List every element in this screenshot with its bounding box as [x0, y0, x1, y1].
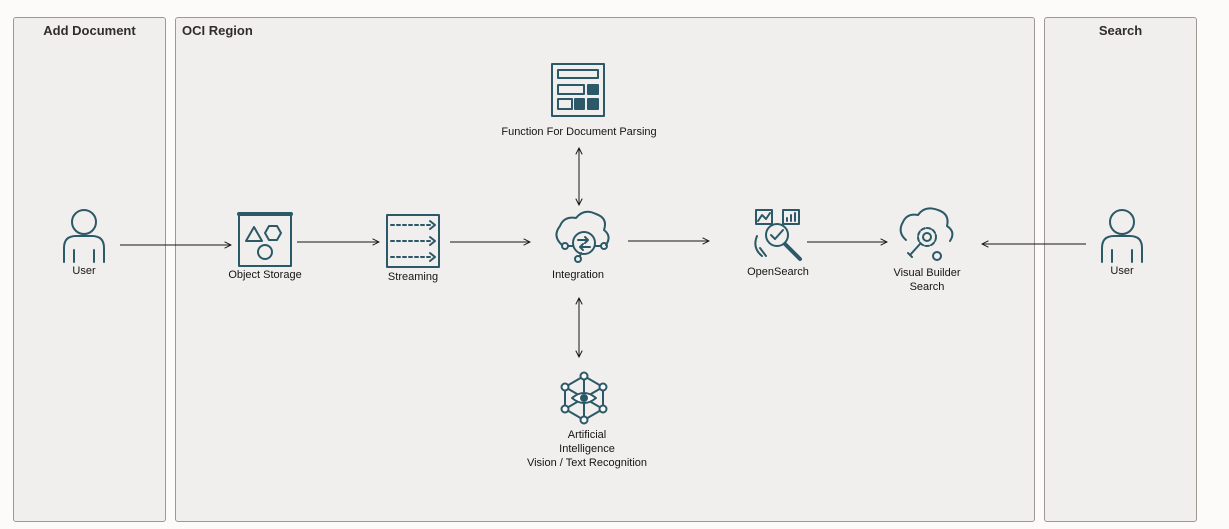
streaming-icon	[386, 214, 440, 268]
add-document-panel: Add Document	[13, 17, 166, 522]
vb-label-line1: Visual Builder	[893, 267, 961, 279]
integration-icon	[555, 210, 610, 263]
vb-label-line2: Search	[909, 281, 945, 293]
user-icon	[63, 209, 105, 263]
object-storage-icon	[237, 212, 293, 267]
opensearch-icon	[754, 209, 802, 261]
ai-label: Artificial Intelligence Vision / Text Re…	[527, 428, 647, 470]
search-title: Search	[1098, 23, 1143, 38]
user-left-label: User	[72, 265, 96, 277]
ai-vision-icon	[560, 371, 608, 425]
function-icon	[551, 63, 605, 117]
visual-builder-label: Visual Builder Search	[893, 266, 960, 294]
add-document-title: Add Document	[43, 23, 136, 38]
user-icon-right	[1101, 209, 1143, 263]
ai-label-line1: Artificial	[567, 429, 607, 441]
integration-label: Integration	[552, 269, 604, 281]
oci-region-title: OCI Region	[182, 23, 253, 38]
user-right-label: User	[1110, 265, 1134, 277]
ai-label-line2: Intelligence	[559, 443, 615, 455]
search-panel: Search	[1044, 17, 1197, 522]
streaming-label: Streaming	[387, 271, 439, 283]
opensearch-label: OpenSearch	[747, 266, 809, 278]
function-label: Function For Document Parsing	[501, 126, 657, 138]
object-storage-label: Object Storage	[228, 269, 302, 281]
ai-label-line3: Vision / Text Recognition	[526, 457, 648, 469]
visual-builder-icon	[899, 207, 954, 261]
